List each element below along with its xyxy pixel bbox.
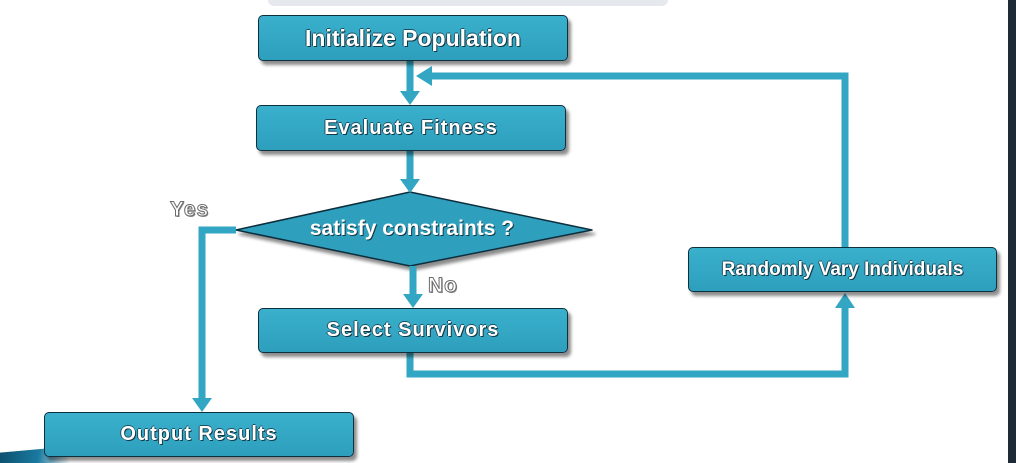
connector-vary-eval xyxy=(430,72,849,247)
edge-label-yes: Yes xyxy=(169,198,210,222)
arrowhead-vary-eval xyxy=(416,66,432,86)
arrowhead-decision-output xyxy=(192,398,212,412)
frame-edge xyxy=(1008,0,1016,463)
arrowhead-decision-select xyxy=(403,294,423,308)
node-initialize-population: Initialize Population xyxy=(258,15,568,61)
arrowhead-init-eval xyxy=(400,91,420,105)
node-evaluate-fitness: Evaluate Fitness xyxy=(256,105,566,151)
connector-select-vary xyxy=(406,306,849,378)
title-strip xyxy=(268,0,668,6)
decision-label: satisfy constraints ? xyxy=(309,217,515,240)
edge-label-no: No xyxy=(428,274,458,298)
node-select-survivors: Select Survivors xyxy=(258,308,568,353)
arrowhead-eval-decision xyxy=(400,179,420,193)
connector-decision-output xyxy=(198,226,236,400)
node-randomly-vary-individuals: Randomly Vary Individuals xyxy=(688,247,997,292)
arrowhead-select-vary xyxy=(835,293,855,308)
node-output-results: Output Results xyxy=(44,412,354,457)
